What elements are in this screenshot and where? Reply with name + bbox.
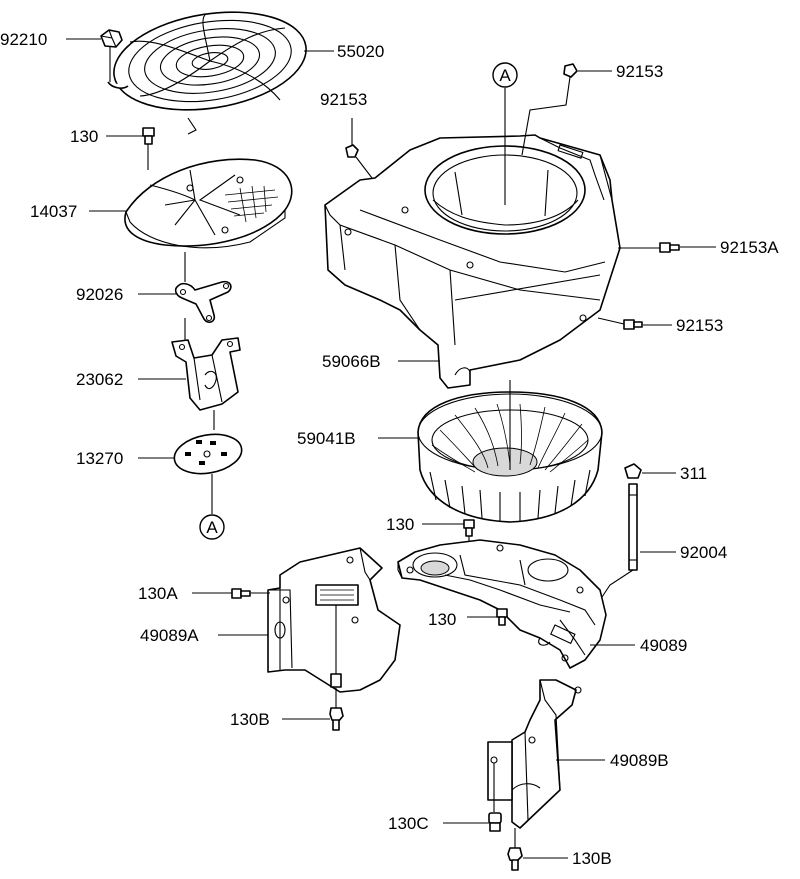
label-130B-bottom: 130B	[572, 849, 612, 868]
part-59066B-shroud[interactable]	[324, 134, 621, 389]
label-59066B: 59066B	[322, 352, 381, 371]
label-130-lower: 130	[428, 610, 456, 629]
part-130B-bolt-bottom[interactable]	[507, 828, 568, 871]
label-130-top: 130	[70, 127, 98, 146]
part-92153-bolt-right[interactable]	[597, 317, 672, 330]
part-49089-baffle[interactable]	[397, 539, 607, 669]
part-130A-bolt[interactable]	[192, 588, 270, 599]
reference-marker-a-bottom: A	[199, 514, 225, 540]
part-92153A-bolt[interactable]	[618, 242, 716, 253]
label-13270: 13270	[76, 449, 123, 468]
part-130-bolt-lower[interactable]	[467, 608, 508, 626]
label-14037: 14037	[30, 202, 77, 221]
label-59041B: 59041B	[297, 429, 356, 448]
label-130C: 130C	[388, 814, 429, 833]
label-55020: 55020	[337, 42, 384, 61]
part-130-bolt-top[interactable]	[142, 127, 155, 170]
part-92026-plate[interactable]	[174, 280, 232, 340]
label-23062: 23062	[76, 370, 123, 389]
label-130-mid: 130	[386, 515, 414, 534]
part-49089A-baffle[interactable]	[267, 547, 401, 693]
part-92153-bolt-top[interactable]	[521, 63, 612, 156]
label-92153-top: 92153	[616, 62, 663, 81]
part-311-nut[interactable]	[624, 463, 676, 479]
label-92210: 92210	[0, 30, 47, 49]
part-130C-bolt[interactable]	[443, 812, 502, 832]
part-59041B-fan[interactable]	[417, 380, 603, 523]
label-92153A: 92153A	[720, 238, 779, 257]
label-92153-left: 92153	[320, 90, 367, 109]
part-92004-stud[interactable]	[599, 483, 676, 601]
label-49089: 49089	[640, 636, 687, 655]
part-92210-nut[interactable]	[100, 29, 123, 82]
part-49089B-baffle[interactable]	[487, 679, 605, 829]
label-92153-right: 92153	[676, 316, 723, 335]
label-130A: 130A	[138, 584, 178, 603]
part-23062-bracket[interactable]	[171, 337, 241, 430]
reference-marker-a-top: A	[492, 62, 518, 205]
part-13270-plate[interactable]	[171, 429, 245, 514]
part-14037-fan-disc[interactable]	[124, 158, 293, 282]
reference-marker-a-top-text: A	[499, 66, 511, 85]
leader-lines	[66, 38, 635, 646]
part-130B-bolt-left[interactable]	[282, 688, 344, 731]
part-55020-screen[interactable]	[107, 0, 313, 135]
label-49089B: 49089B	[610, 751, 669, 770]
label-92026: 92026	[76, 285, 123, 304]
part-92153-bolt-left[interactable]	[345, 118, 373, 179]
label-49089A: 49089A	[140, 626, 199, 645]
reference-marker-a-bottom-text: A	[206, 518, 218, 537]
label-92004: 92004	[680, 543, 727, 562]
part-labels: 92210 55020 130 14037 92026 23062 13270 …	[0, 30, 779, 868]
label-311: 311	[680, 464, 707, 483]
label-130B-left: 130B	[230, 710, 270, 729]
